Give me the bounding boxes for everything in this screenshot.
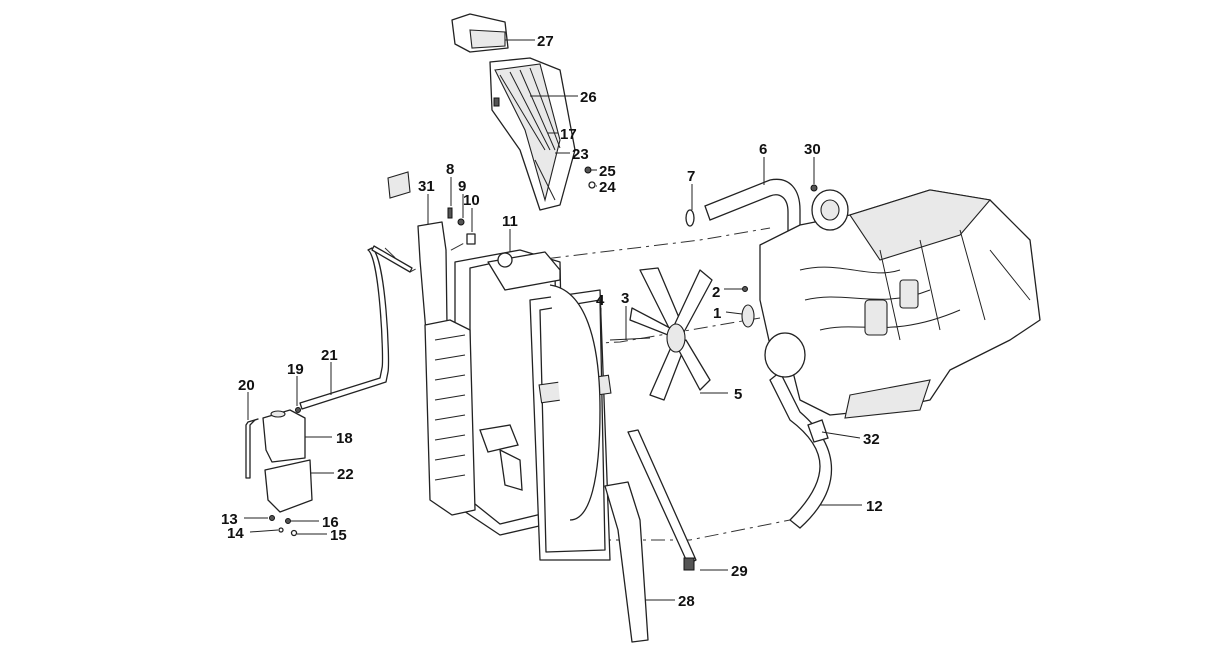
callout-22: 22 xyxy=(337,466,354,483)
callout-6: 6 xyxy=(759,141,767,158)
part-20-overflow-pipe xyxy=(245,418,259,479)
part-3-spacer xyxy=(609,337,651,341)
callout-32: 32 xyxy=(863,431,880,448)
callout-25: 25 xyxy=(599,163,616,180)
part-1-pulley xyxy=(741,304,755,328)
part-18-expansion-tank xyxy=(262,409,306,463)
callout-1: 1 xyxy=(713,305,721,322)
callout-14: 14 xyxy=(227,525,244,542)
part-29-strut xyxy=(627,429,697,571)
callout-27: 27 xyxy=(537,33,554,50)
callout-26: 26 xyxy=(580,89,597,106)
callout-4: 4 xyxy=(596,292,605,309)
part-27-top-cover xyxy=(451,13,509,53)
part-7-hose-clamp xyxy=(685,209,695,227)
part-4-fan-shroud xyxy=(529,284,612,561)
callout-16: 16 xyxy=(322,514,339,531)
callout-20: 20 xyxy=(238,377,255,394)
callout-11: 11 xyxy=(502,213,518,230)
callout-24: 24 xyxy=(599,179,616,196)
part-24-bolt xyxy=(588,181,596,189)
callout-labels: 27 26 17 23 25 24 7 6 30 31 8 9 10 11 4 … xyxy=(221,33,883,610)
part-21-tube-end xyxy=(371,245,413,273)
callout-29: 29 xyxy=(731,563,748,580)
callout-13: 13 xyxy=(221,511,238,528)
part-30-plug xyxy=(810,184,818,192)
callout-5: 5 xyxy=(734,386,742,403)
part-10-clip xyxy=(466,233,476,245)
callout-19: 19 xyxy=(287,361,304,378)
part-19-clip xyxy=(295,407,301,413)
part-2-bolt xyxy=(742,286,748,292)
callout-7: 7 xyxy=(687,168,695,185)
part-15-bolt xyxy=(290,529,298,537)
part-13-nut xyxy=(269,515,275,521)
callout-15: 15 xyxy=(330,527,347,544)
part-5-fan xyxy=(629,267,713,401)
callout-8: 8 xyxy=(446,161,454,178)
part-14-washer xyxy=(278,527,284,533)
part-bracket-block xyxy=(387,171,411,199)
callout-30: 30 xyxy=(804,141,821,158)
part-32-hose-clamp xyxy=(807,419,829,443)
callout-9: 9 xyxy=(458,178,466,195)
callout-3: 3 xyxy=(621,290,629,307)
callout-28: 28 xyxy=(678,593,695,610)
callout-17: 17 xyxy=(560,126,577,143)
part-21-tube xyxy=(299,247,390,410)
part-12-lower-hose xyxy=(769,370,832,529)
leader-lines xyxy=(244,39,862,601)
part-16-washer xyxy=(285,518,291,524)
callout-31: 31 xyxy=(418,178,435,195)
part-22-tank-bracket xyxy=(264,459,313,513)
part-9-washer xyxy=(457,218,465,226)
callout-12: 12 xyxy=(866,498,883,515)
callout-23: 23 xyxy=(572,146,589,163)
callout-18: 18 xyxy=(336,430,353,447)
callout-21: 21 xyxy=(321,347,338,364)
part-28-lower-bracket xyxy=(604,481,649,643)
callout-10: 10 xyxy=(463,192,480,209)
part-8-bolt xyxy=(447,207,453,219)
engine xyxy=(759,189,1041,419)
callout-2: 2 xyxy=(712,284,720,301)
